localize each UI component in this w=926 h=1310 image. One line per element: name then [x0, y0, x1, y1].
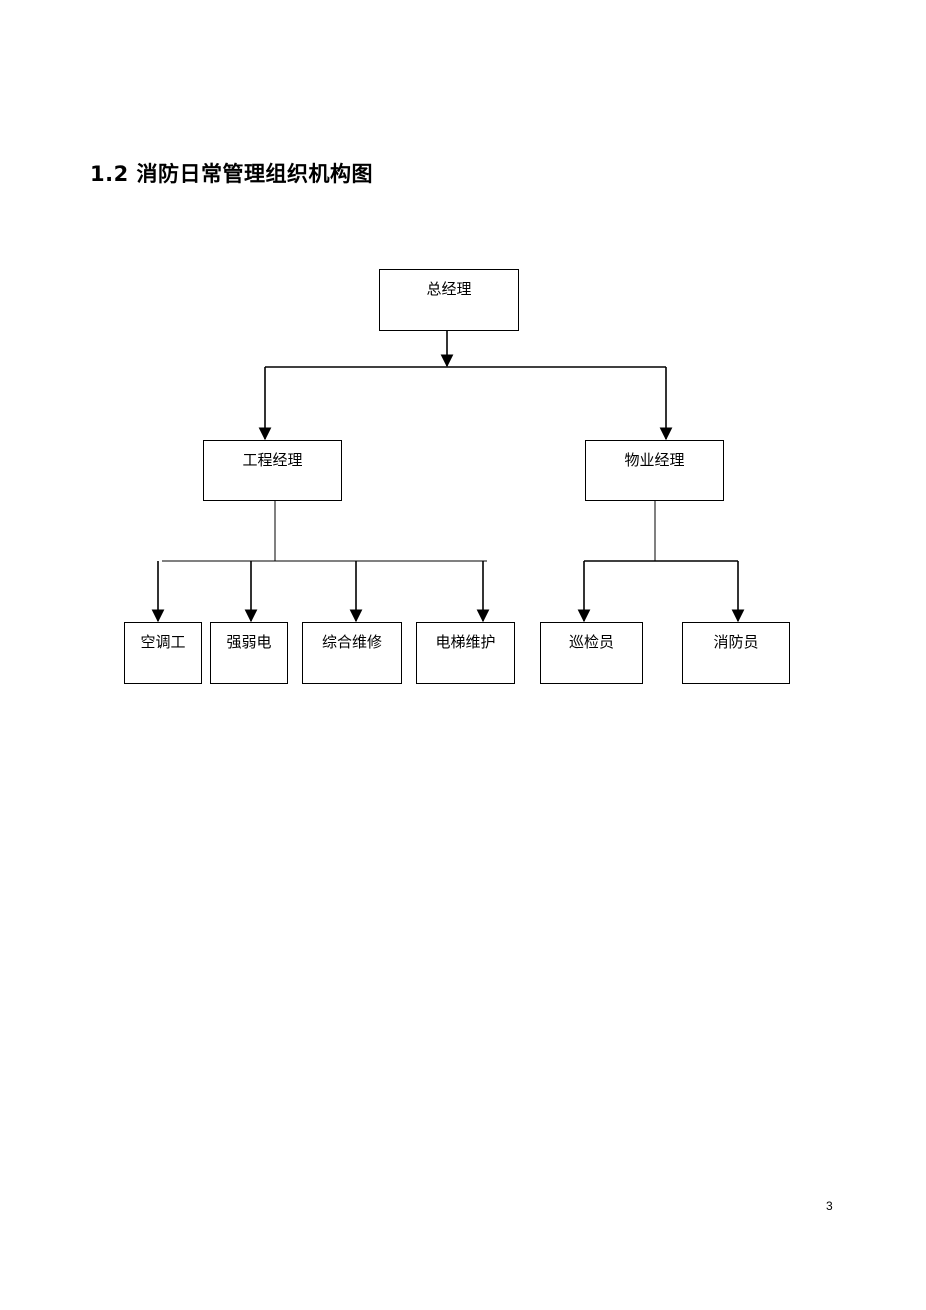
page-title: 1.2 消防日常管理组织机构图 — [90, 162, 374, 186]
node-elevator: 电梯维护 — [416, 622, 515, 684]
node-firefighter: 消防员 — [682, 622, 790, 684]
node-patrol: 巡检员 — [540, 622, 643, 684]
page-number: 3 — [826, 1199, 833, 1213]
node-label: 工程经理 — [242, 451, 303, 469]
node-label: 综合维修 — [321, 633, 382, 651]
node-label: 总经理 — [426, 280, 472, 298]
node-label: 电梯维护 — [435, 633, 496, 651]
node-aircon: 空调工 — [124, 622, 202, 684]
node-property-manager: 物业经理 — [585, 440, 724, 501]
node-electric: 强弱电 — [210, 622, 288, 684]
node-general-manager: 总经理 — [379, 269, 519, 331]
node-label: 空调工 — [140, 633, 186, 651]
node-maintenance: 综合维修 — [302, 622, 402, 684]
node-label: 巡检员 — [568, 633, 614, 651]
node-label: 消防员 — [713, 633, 759, 651]
node-label: 物业经理 — [624, 451, 685, 469]
node-engineering-manager: 工程经理 — [203, 440, 342, 501]
node-label: 强弱电 — [226, 633, 272, 651]
